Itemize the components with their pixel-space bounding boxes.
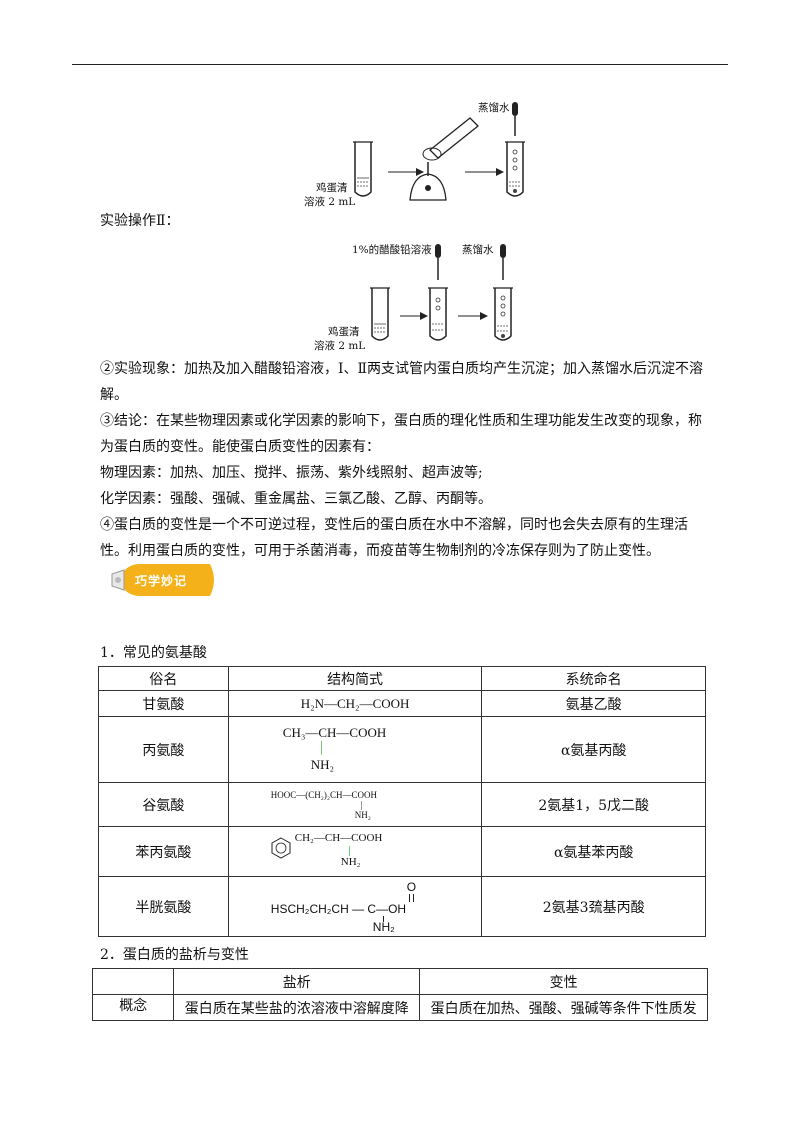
- fig2-volume-label: 溶液 2 mL: [314, 340, 366, 352]
- formula-main: HSCH₂CH₂CH — C—OH: [270, 901, 407, 916]
- formula-bond: [348, 845, 350, 856]
- section-2-title: 2．蛋白质的盐析与变性: [100, 947, 249, 963]
- header-structure: 结构简式: [227, 666, 483, 691]
- salting-denature-table: 盐析 变性 概念 蛋白质在某些盐的浓溶液中溶解度降 蛋白质在加热、强酸、强碱等条…: [91, 968, 708, 1021]
- tip-badge-label: 巧学妙记: [135, 574, 188, 588]
- formula-substituent: NH₂: [372, 919, 395, 934]
- amino-name: 半胱氨酸: [98, 876, 229, 937]
- table-row: 甘氨酸 H₂N—CH₂—COOH 氨基乙酸: [98, 690, 706, 717]
- section-1-title: 1．常见的氨基酸: [100, 645, 207, 661]
- table-row: 概念 蛋白质在某些盐的浓溶液中溶解度降 蛋白质在加热、强酸、强碱等条件下性质发: [91, 994, 708, 1021]
- formula-main: HOOC—(CH₂)₂CH—COOH: [270, 789, 378, 800]
- formula-bond: [320, 740, 322, 755]
- formula-bond: [382, 915, 384, 922]
- experiment-2-diagram: [370, 244, 513, 341]
- header-salting-out: 盐析: [173, 968, 421, 995]
- formula-oxygen: O: [406, 879, 417, 894]
- formula-main: CH₃—CH—COOH: [282, 724, 387, 740]
- amino-name: 丙氨酸: [98, 716, 229, 783]
- formula-substituent: NH₂: [354, 809, 371, 820]
- amino-system-name: 氨基乙酸: [481, 690, 706, 717]
- conclusion-paragraph: ③结论：在某些物理因素或化学因素的影响下，蛋白质的理化性质和生理功能发生改变的现…: [100, 413, 702, 455]
- amino-formula: CH₂—CH—COOH NH₂: [227, 826, 483, 877]
- amino-system-name: 2氨基1，5戊二酸: [481, 782, 706, 827]
- amino-system-name: 2氨基3巯基丙酸: [481, 876, 706, 937]
- amino-formula: H₂N—CH₂—COOH: [227, 690, 483, 717]
- header-system-name: 系统命名: [481, 666, 706, 691]
- megaphone-icon: [111, 564, 214, 596]
- fig2-egg-white-label: 鸡蛋清: [328, 326, 360, 338]
- amino-acid-table: 俗名 结构简式 系统命名 甘氨酸 H₂N—CH₂—COOH 氨基乙酸 丙氨酸 C…: [98, 666, 706, 937]
- irreversible-paragraph: ④蛋白质的变性是一个不可逆过程，变性后的蛋白质在水中不溶解，同时也会失去原有的生…: [100, 517, 688, 559]
- chemical-factors: 化学因素：强酸、强碱、重金属盐、三氯乙酸、乙醇、丙酮等。: [100, 491, 492, 507]
- row-label: 概念: [91, 994, 175, 1021]
- salting-out-concept: 蛋白质在某些盐的浓溶液中溶解度降: [173, 994, 421, 1021]
- amino-name: 苯丙氨酸: [98, 826, 229, 877]
- phenomenon-paragraph: ②实验现象：加热及加入醋酸铅溶液，Ⅰ、Ⅱ两支试管内蛋白质均产生沉淀；加入蒸馏水后…: [100, 361, 704, 403]
- table-row: 半胱氨酸 O HSCH₂CH₂CH — C—OH NH₂ 2氨基3巯基丙酸: [98, 876, 706, 937]
- amino-name: 甘氨酸: [98, 690, 229, 717]
- header-denaturation: 变性: [419, 968, 708, 995]
- amino-formula: HOOC—(CH₂)₂CH—COOH NH₂: [227, 782, 483, 827]
- fig2-distilled-water-label: 蒸馏水: [462, 244, 494, 256]
- formula-bond: [360, 800, 362, 810]
- physical-factors: 物理因素：加热、加压、搅拌、振荡、紫外线照射、超声波等;: [100, 465, 483, 481]
- operation-2-title: 实验操作Ⅱ：: [100, 213, 180, 229]
- tip-badge: [108, 560, 220, 600]
- formula-main: CH₂—CH—COOH: [294, 831, 383, 844]
- denaturation-concept: 蛋白质在加热、强酸、强碱等条件下性质发: [419, 994, 708, 1021]
- experiment-2-figure: [340, 236, 540, 350]
- fig1-distilled-water-label: 蒸馏水: [478, 102, 510, 114]
- table-header-row: 盐析 变性: [91, 968, 708, 995]
- amino-system-name: α氨基丙酸: [481, 716, 706, 783]
- table-row: 丙氨酸 CH₃—CH—COOH NH₂ α氨基丙酸: [98, 716, 706, 783]
- benzene-ring-icon: [271, 836, 291, 859]
- amino-formula: CH₃—CH—COOH NH₂: [227, 716, 483, 783]
- header-empty: [91, 968, 175, 995]
- table-row: 苯丙氨酸 CH₂—CH—COOH NH₂ α氨基苯丙酸: [98, 826, 706, 877]
- fig1-volume-label: 溶液 2 mL: [304, 196, 356, 208]
- amino-formula: O HSCH₂CH₂CH — C—OH NH₂: [227, 876, 483, 937]
- formula-substituent: NH₂: [310, 756, 335, 772]
- amino-system-name: α氨基苯丙酸: [481, 826, 706, 877]
- fig2-lead-acetate-label: 1%的醋酸铅溶液: [352, 244, 432, 256]
- experiment-1-diagram: [353, 102, 525, 201]
- header-common-name: 俗名: [98, 666, 229, 691]
- header-rule: [72, 64, 728, 65]
- amino-name: 谷氨酸: [98, 782, 229, 827]
- formula-double-bond: [408, 893, 414, 902]
- experiment-1-figure: [300, 90, 550, 210]
- table-header-row: 俗名 结构简式 系统命名: [98, 666, 706, 691]
- table-row: 谷氨酸 HOOC—(CH₂)₂CH—COOH NH₂ 2氨基1，5戊二酸: [98, 782, 706, 827]
- formula-substituent: NH₂: [340, 855, 361, 868]
- fig1-egg-white-label: 鸡蛋清: [316, 182, 348, 194]
